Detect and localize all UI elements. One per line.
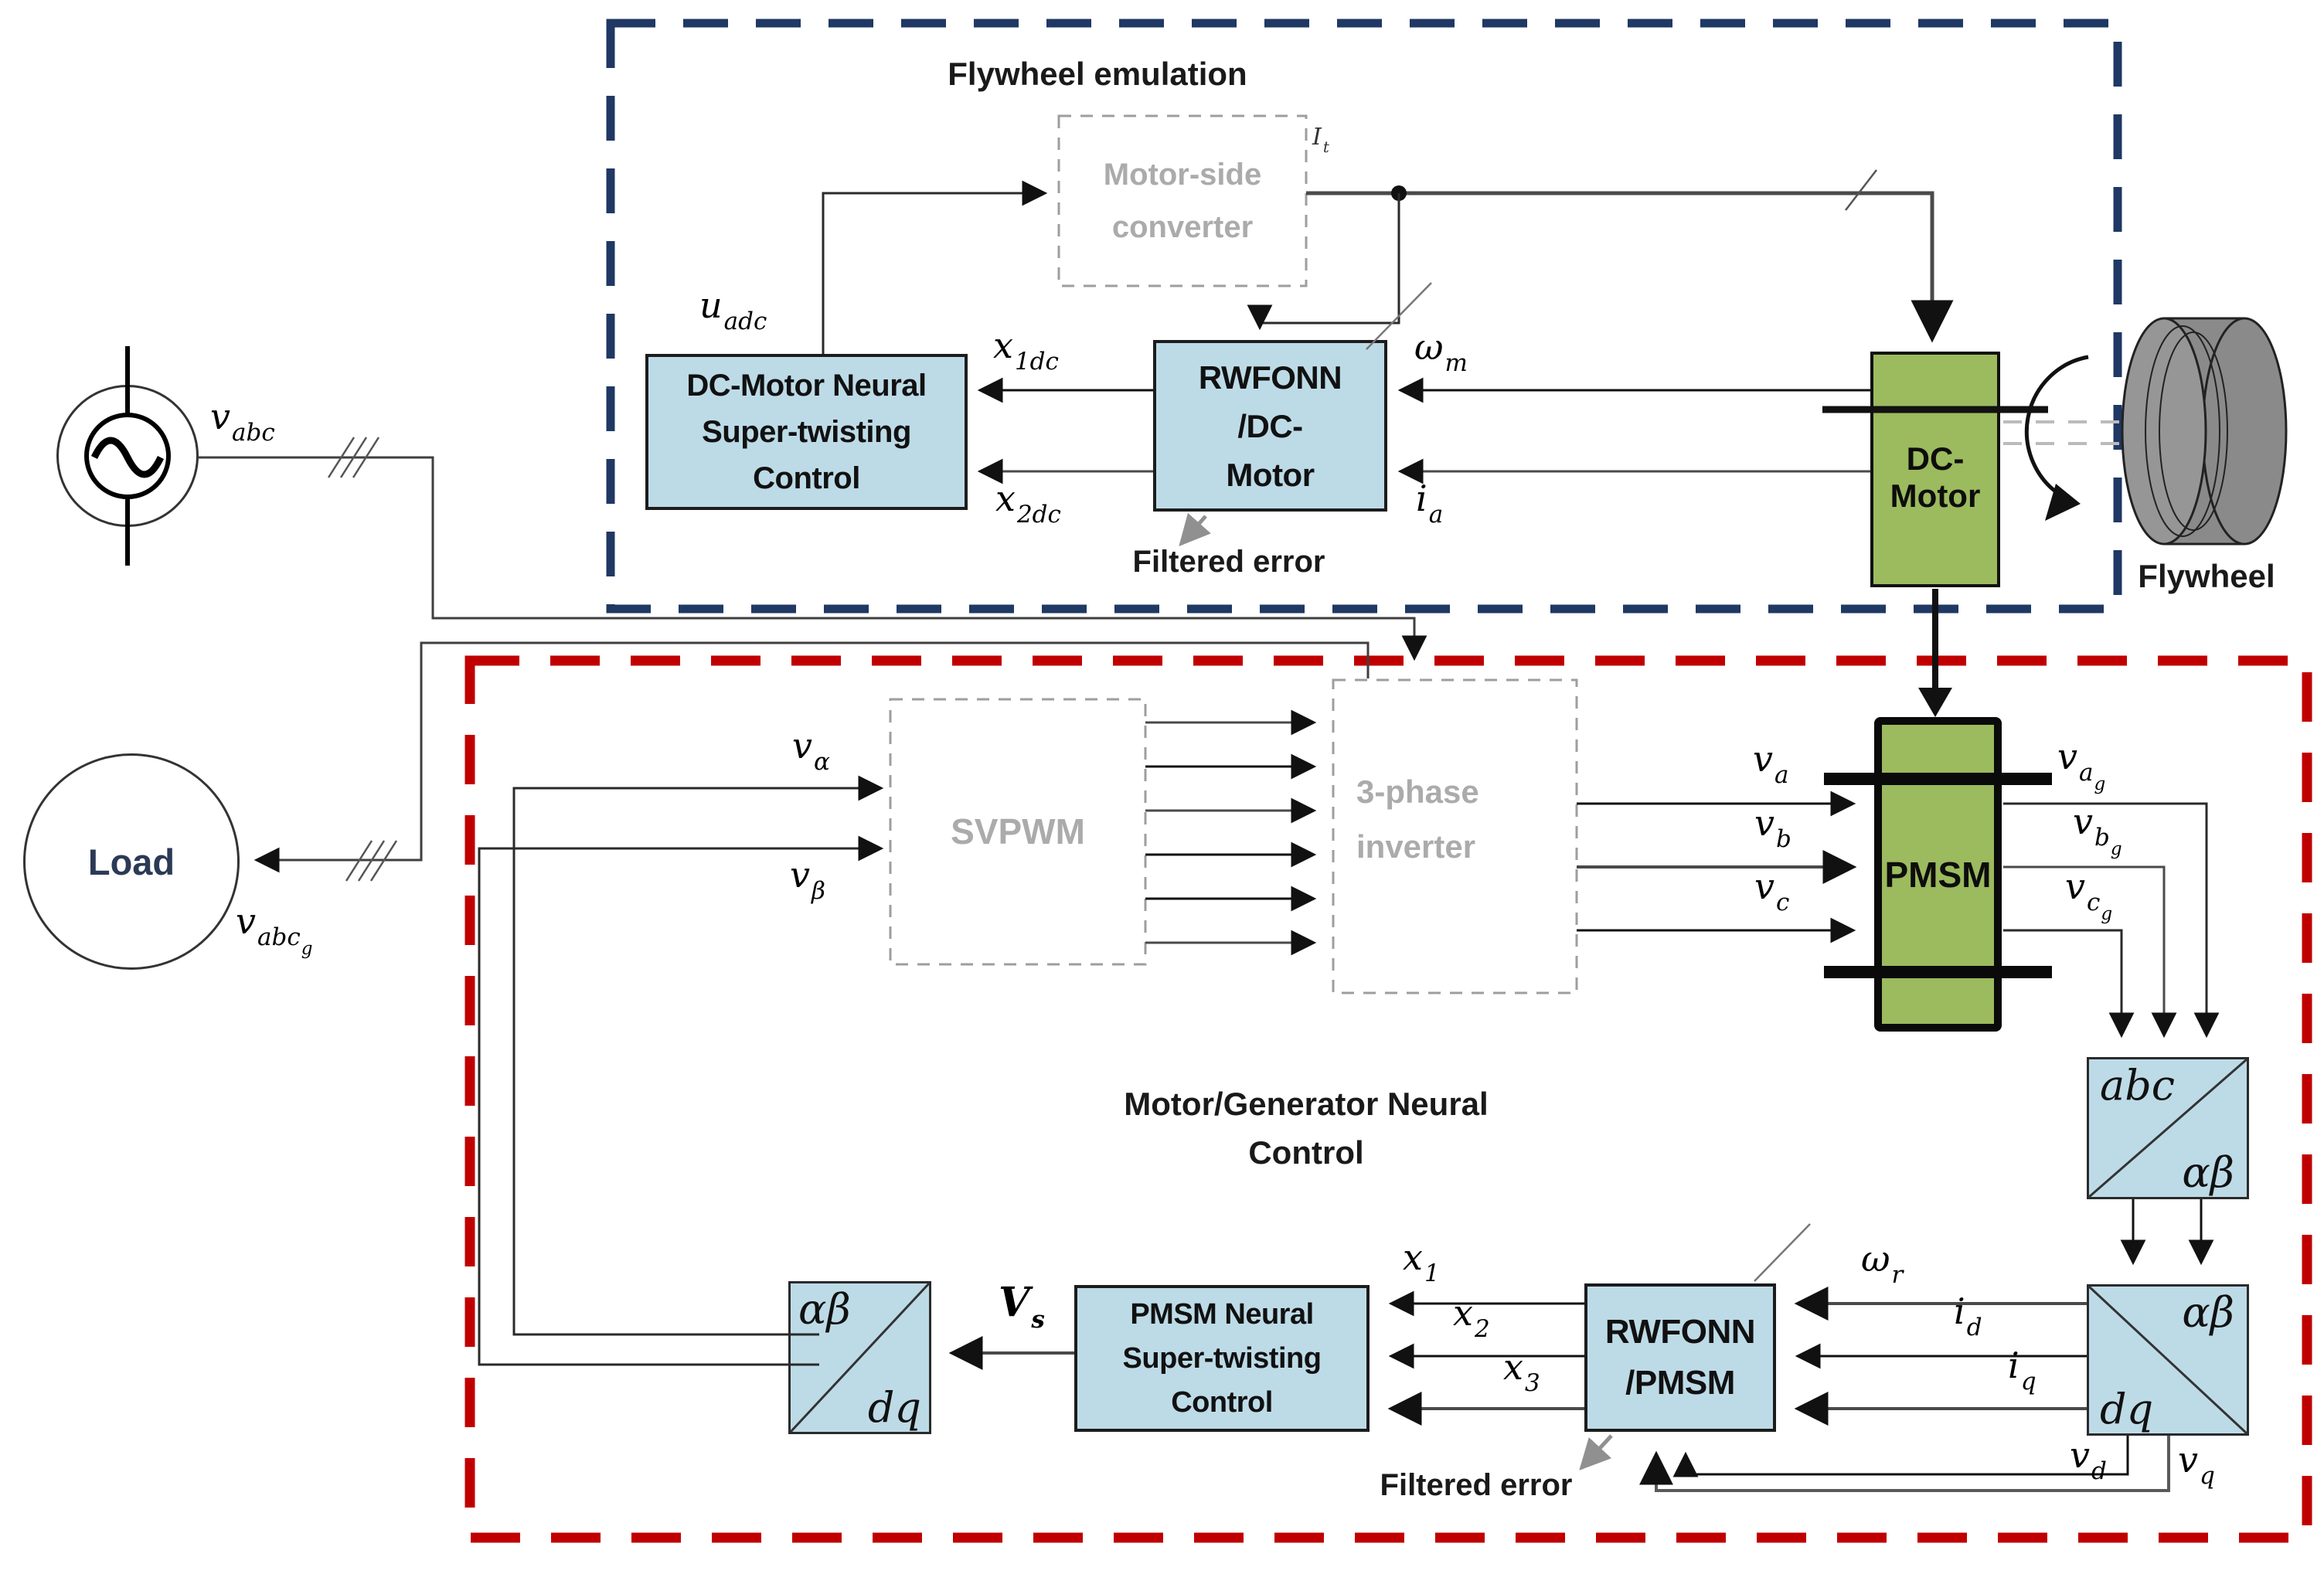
alphabeta-label: αβ [798,1285,851,1334]
wire-converter-to-dcmotor [1306,191,1954,343]
label-v-beta: vβ [790,854,825,905]
rwfonn-pmsm-line2: /PMSM [1625,1364,1735,1402]
flywheel-emulation-title: Flywheel emulation [948,56,1247,92]
label-x-1dc: x1dc [993,325,1059,376]
junction-dot [1391,185,1407,201]
dc-motor-stc-line2: Super-twisting [702,415,911,449]
alphabeta-label: αβ [2182,1148,2234,1197]
motor-side-converter-label1: Motor-side [1103,158,1262,192]
label-v-a: va [1753,738,1789,789]
dq-label: dq [2100,1385,2154,1433]
label-omega-m: ωm [1414,326,1468,377]
pmsm-stc-line3: Control [1171,1385,1273,1419]
label-v-d: vd [2070,1434,2107,1485]
filtered-error-pmsm-label: Filtered error [1380,1468,1573,1502]
inverter-block: 3-phase inverter [1333,742,1577,896]
svpwm-label: SVPWM [951,811,1085,852]
rwfonn-dc-line2: /DC- [1237,407,1303,444]
label-v-b: vb [1754,802,1791,853]
rwfonn-dc-block: RWFONN /DC- Motor [1153,340,1387,512]
label-v-abc: vabc [210,396,275,447]
wire-v-d-feedback [1672,1436,2129,1477]
dc-motor-label: DC-Motor [1890,440,1981,514]
dq-label: dq [867,1383,921,1432]
alphabeta-to-dq-right-block: αβ dq [2087,1284,2249,1436]
rwfonn-pmsm-line1: RWFONN [1604,1313,1756,1351]
label-v-alpha: vα [792,725,830,776]
label-x-3: x3 [1503,1346,1540,1397]
label-v-bg: vbg [2073,801,2122,859]
pmsm-block: PMSM [1874,717,2002,1032]
wire-v-alpha [512,775,884,1336]
filtered-error-pmsm-arrow-icon [1579,1434,1613,1470]
rwfonn-dc-line1: RWFONN [1198,359,1342,396]
label-i-a: ia [1416,478,1444,529]
load-block: Load [23,753,240,970]
motor-generator-title-line2: Control [1248,1134,1364,1171]
pmsm-label: PMSM [1884,854,1992,895]
load-label: Load [87,841,175,882]
pmsm-stc-line2: Super-twisting [1122,1341,1322,1375]
label-v-q: vq [2178,1439,2215,1490]
rwfonn-dc-line3: Motor [1226,456,1315,493]
alphabeta-to-dq-left-block: αβ dq [788,1281,931,1434]
motor-side-converter-label2: converter [1111,210,1254,244]
inverter-label1: 3-phase [1356,773,1479,810]
label-v-c: vc [1754,865,1790,916]
label-u-adc: uadc [699,284,767,335]
three-phase-slash-icon [327,437,380,478]
abc-to-alphabeta-block: abc αβ [2087,1057,2249,1199]
label-V-s: Vs [999,1279,1045,1334]
filtered-error-dc-arrow-icon [1179,512,1211,546]
label-omega-r: ωr [1861,1238,1904,1289]
label-x-1: x1 [1403,1236,1440,1287]
ac-source-icon [84,413,171,499]
alphabeta-label: αβ [2182,1288,2234,1337]
label-x-2: x2 [1453,1292,1490,1343]
filtered-error-dc-label: Filtered error [1132,545,1325,579]
dc-motor-stc-line1: DC-Motor Neural [686,369,927,403]
flywheel-label: Flywheel [2138,558,2275,594]
label-v-cg: vcg [2065,865,2113,924]
label-v-abc-g: vabcg [236,900,313,959]
motor-side-converter-block: Motor-side converter [1059,116,1306,286]
wire-v-cg [2003,929,2135,1039]
bus-slash-icon [1845,169,1877,211]
dc-motor-stc-block: DC-Motor Neural Super-twisting Control [645,354,968,510]
pmsm-stc-line1: PMSM Neural [1130,1297,1314,1331]
flywheel-icon [2003,317,2288,546]
svpwm-block: SVPWM [890,699,1145,964]
rwfonn-pmsm-block: RWFONN /PMSM [1584,1283,1776,1432]
label-x-2dc: x2dc [995,478,1061,529]
inverter-label2: inverter [1356,828,1476,865]
three-phase-slash-icon [345,840,398,882]
label-i-d: id [1954,1290,1982,1341]
pmsm-stc-block: PMSM Neural Super-twisting Control [1074,1285,1370,1432]
shaft-arrow-icon [1918,688,1952,717]
dc-motor-block: DC-Motor [1870,352,2000,587]
label-i-q: iq [2008,1345,2036,1396]
motor-generator-title-line1: Motor/Generator Neural [1124,1086,1489,1122]
abc-label: abc [2100,1061,2176,1110]
rwfonn-pmsm-slash-icon [1754,1223,1811,1282]
dc-motor-stc-line3: Control [753,461,860,495]
label-v-ag: vag [2057,736,2106,794]
